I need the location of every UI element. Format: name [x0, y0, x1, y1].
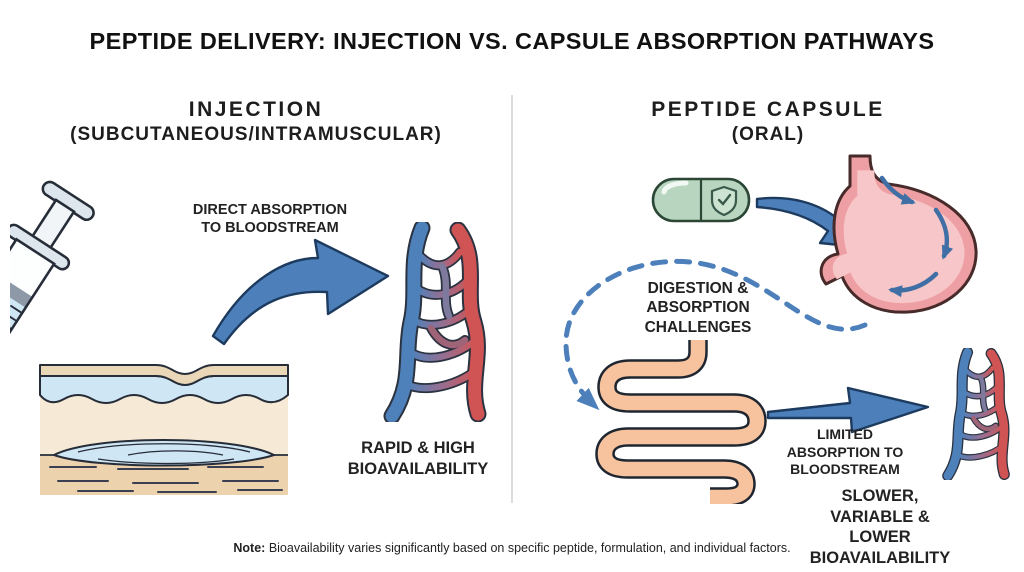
- footnote-text: Bioavailability varies significantly bas…: [268, 541, 791, 555]
- skin-layers-icon: [39, 364, 289, 495]
- footnote: Note: Bioavailability varies significant…: [0, 541, 1024, 555]
- straight-arrow-icon: [766, 386, 930, 434]
- blood-vessels-icon: [368, 222, 508, 422]
- blood-vessels-icon: [932, 348, 1024, 480]
- left-panel-subheading: (SUBCUTANEOUS/INTRAMUSCULAR): [70, 124, 442, 145]
- right-panel-subheading: (ORAL): [731, 124, 805, 145]
- slower-bioavailability-label: SLOWER, VARIABLE & LOWER BIOAVAILABILITY: [809, 487, 951, 567]
- right-panel-heading: PEPTIDE CAPSULE: [651, 98, 885, 121]
- left-panel-heading: INJECTION: [188, 98, 324, 121]
- footnote-prefix: Note:: [233, 541, 266, 555]
- dashed-arrow-icon: [563, 258, 868, 411]
- stomach-icon: [819, 154, 978, 314]
- rapid-bioavailability-label: RAPID & HIGH BIOAVAILABILITY: [347, 439, 489, 478]
- direct-absorption-label: DIRECT ABSORPTION TO BLOODSTREAM: [192, 202, 348, 237]
- curved-arrow-icon: [211, 238, 390, 346]
- shield-check-icon: [710, 185, 738, 217]
- capsule-icon: [651, 177, 751, 223]
- limited-absorption-label: LIMITED ABSORPTION TO BLOODSTREAM: [786, 426, 904, 477]
- digestion-challenges-label: DIGESTION & ABSORPTION CHALLENGES: [644, 280, 752, 336]
- intestines-icon: [595, 340, 767, 504]
- panel-divider: [511, 95, 513, 503]
- syringe-icon: [10, 180, 95, 356]
- page-title: PEPTIDE DELIVERY: INJECTION VS. CAPSULE …: [89, 28, 935, 54]
